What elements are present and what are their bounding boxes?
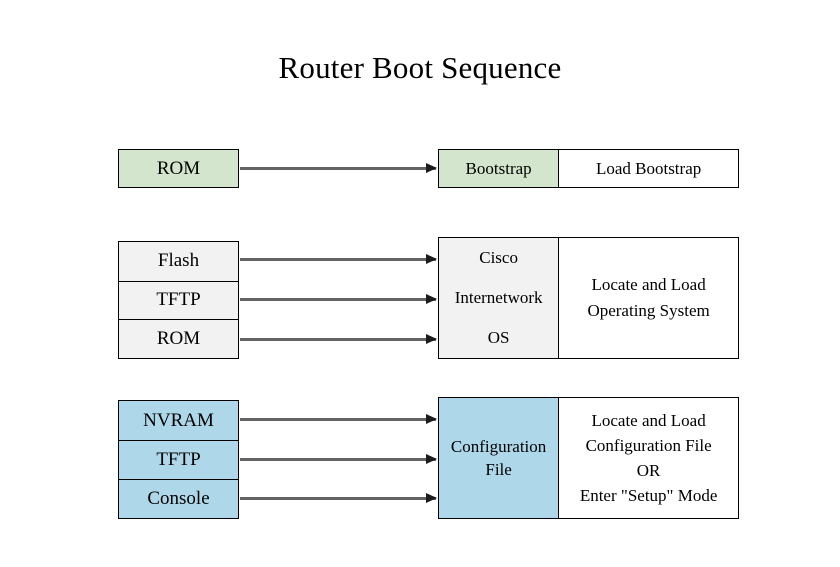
target-group-row-3: Configuration File Locate and Load Confi… xyxy=(438,397,739,519)
arrow-shaft xyxy=(240,167,436,170)
arrow-rom-to-ios xyxy=(240,334,437,344)
arrow-shaft xyxy=(240,298,436,301)
source-cell-rom-2[interactable]: ROM xyxy=(119,319,238,358)
source-cell-console[interactable]: Console xyxy=(119,479,238,518)
target-description-configuration: Locate and Load Configuration File OR En… xyxy=(558,398,738,518)
source-cell-nvram[interactable]: NVRAM xyxy=(119,401,238,440)
arrow-flash-to-ios xyxy=(240,254,437,264)
arrow-head-icon xyxy=(426,334,437,344)
arrow-nvram-to-config xyxy=(240,414,437,424)
arrow-head-icon xyxy=(426,254,437,264)
arrow-shaft xyxy=(240,258,436,261)
arrow-shaft xyxy=(240,338,436,341)
arrow-head-icon xyxy=(426,414,437,424)
source-cell-rom-1[interactable]: ROM xyxy=(119,150,238,187)
arrow-tftp-to-ios xyxy=(240,294,437,304)
arrow-shaft xyxy=(240,497,436,500)
target-description-operating-system: Locate and Load Operating System xyxy=(558,238,738,358)
source-stack-row-3: NVRAM TFTP Console xyxy=(118,400,239,519)
source-stack-row-2: Flash TFTP ROM xyxy=(118,241,239,359)
source-cell-tftp-3[interactable]: TFTP xyxy=(119,440,238,479)
arrow-head-icon xyxy=(426,454,437,464)
page-title: Router Boot Sequence xyxy=(278,50,562,85)
target-label-cisco-ios[interactable]: Cisco Internetwork OS xyxy=(439,238,559,358)
source-stack-row-1: ROM xyxy=(118,149,239,188)
arrow-tftp-to-config xyxy=(240,454,437,464)
source-cell-flash[interactable]: Flash xyxy=(119,242,238,281)
target-label-bootstrap[interactable]: Bootstrap xyxy=(439,150,559,187)
target-group-row-1: Bootstrap Load Bootstrap xyxy=(438,149,739,188)
source-cell-tftp-2[interactable]: TFTP xyxy=(119,280,238,319)
arrow-console-to-config xyxy=(240,493,437,503)
arrow-shaft xyxy=(240,458,436,461)
arrow-head-icon xyxy=(426,163,437,173)
target-label-configuration-file[interactable]: Configuration File xyxy=(439,398,559,518)
arrow-head-icon xyxy=(426,493,437,503)
arrow-rom-to-bootstrap xyxy=(240,163,437,173)
arrow-shaft xyxy=(240,418,436,421)
target-description-load-bootstrap: Load Bootstrap xyxy=(558,150,738,187)
arrow-head-icon xyxy=(426,294,437,304)
target-group-row-2: Cisco Internetwork OS Locate and Load Op… xyxy=(438,237,739,359)
